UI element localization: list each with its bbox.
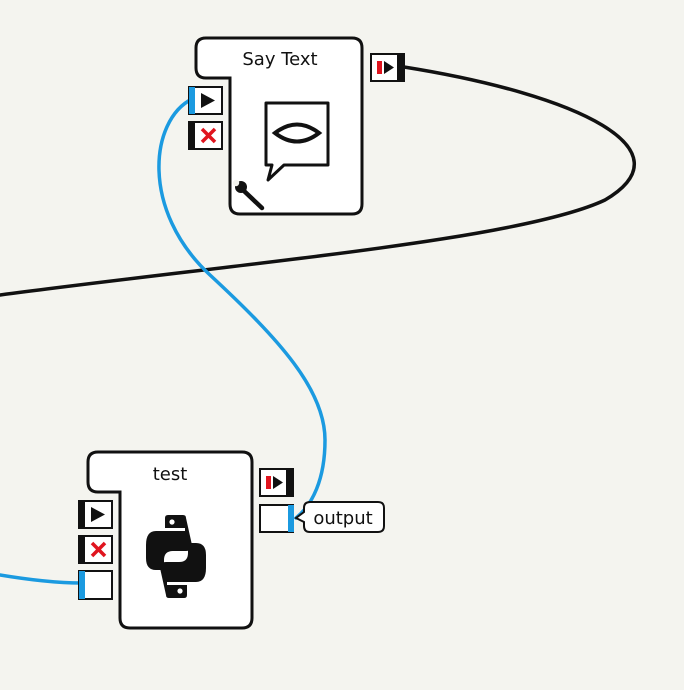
test-box[interactable]: test [86, 450, 254, 630]
stop-x-icon [200, 127, 217, 144]
test-output-data[interactable] [259, 504, 294, 533]
output-tooltip: output [294, 501, 385, 533]
say-text-box[interactable]: Say Text [194, 36, 364, 216]
wrench-icon[interactable] [232, 179, 265, 211]
play-icon [201, 93, 215, 108]
test-input-onstop[interactable] [78, 535, 113, 564]
say-text-box-title: Say Text [242, 49, 317, 70]
stopped-bar-icon [266, 476, 271, 489]
stop-x-icon [90, 541, 107, 558]
signal-link[interactable] [0, 65, 636, 297]
python-logo-icon [146, 515, 206, 598]
output-tooltip-label: output [313, 508, 372, 529]
say-text-output-onstopped[interactable] [370, 53, 405, 82]
data-link-to-test-input[interactable] [0, 573, 83, 585]
speech-bubble-mouth-icon [264, 101, 330, 182]
play-icon [384, 61, 394, 74]
say-text-input-onstart[interactable] [188, 86, 223, 115]
stopped-bar-icon [377, 61, 382, 74]
test-box-title: test [153, 464, 188, 485]
test-output-onstopped[interactable] [259, 468, 294, 497]
test-input-data[interactable] [78, 570, 113, 600]
play-icon [91, 507, 105, 522]
play-icon [273, 476, 283, 489]
test-input-onstart[interactable] [78, 500, 113, 529]
data-link-output-to-say-text[interactable] [157, 97, 327, 520]
say-text-input-onstop[interactable] [188, 121, 223, 150]
